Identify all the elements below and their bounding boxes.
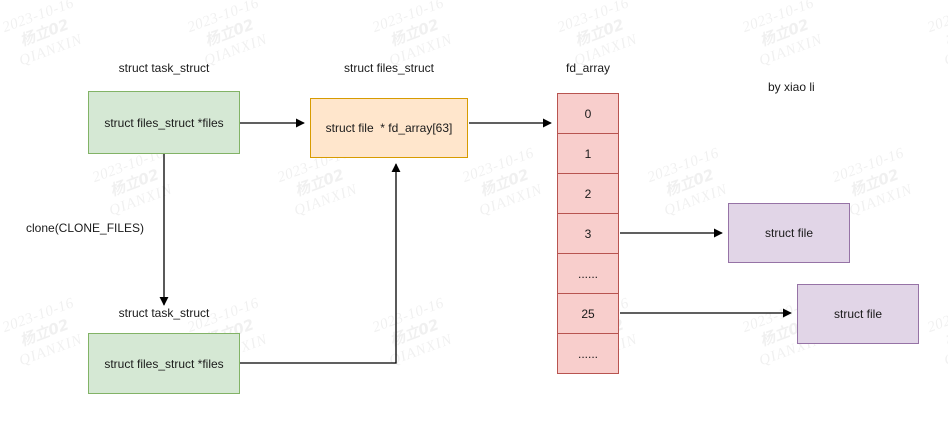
fd-array-cell-label: 3 [584,226,592,241]
label-task-struct-top: struct task_struct [118,61,210,75]
fd-array-cell[interactable]: 1 [558,134,618,174]
fd-array-cell[interactable]: 25 [558,294,618,334]
fd-array-cell[interactable]: ...... [558,334,618,373]
fd-array-table[interactable]: 0 1 2 3...... 25...... [557,93,619,374]
fd-array-cell[interactable]: 3 [558,214,618,254]
node-struct-file-b[interactable]: struct file [797,284,919,344]
fd-array-cell[interactable]: 2 [558,174,618,214]
fd-array-cell-label: ...... [577,266,598,281]
node-files-struct-text: struct file * fd_array[63] [325,121,453,135]
fd-array-cell[interactable]: 0 [558,94,618,134]
node-struct-file-b-text: struct file [833,307,882,321]
node-struct-file-a[interactable]: struct file [728,203,850,263]
node-files-struct[interactable]: struct file * fd_array[63] [310,98,468,158]
fd-array-cell-label: 1 [584,146,592,161]
label-files-struct-top: struct files_struct [343,61,435,75]
label-fd-array-top: fd_array [565,61,611,75]
fd-array-cell-label: 2 [584,186,592,201]
node-task-struct-child[interactable]: struct files_struct *files [88,333,240,394]
node-task-struct-child-text: struct files_struct *files [104,356,224,371]
fd-array-cell-label: ...... [577,346,598,361]
fd-array-cell-label: 0 [584,106,592,121]
fd-array-cell[interactable]: ...... [558,254,618,294]
node-task-struct-parent-text: struct files_struct *files [104,115,224,130]
label-clone-edge: clone(CLONE_FILES) [26,221,145,235]
label-task-struct-bottom: struct task_struct [118,306,210,320]
label-credit: by xiao li [768,80,815,94]
node-struct-file-a-text: struct file [764,226,813,240]
fd-array-cell-label: 25 [581,306,595,321]
node-task-struct-parent[interactable]: struct files_struct *files [88,91,240,154]
edge-child-to-files-struct [240,163,401,364]
